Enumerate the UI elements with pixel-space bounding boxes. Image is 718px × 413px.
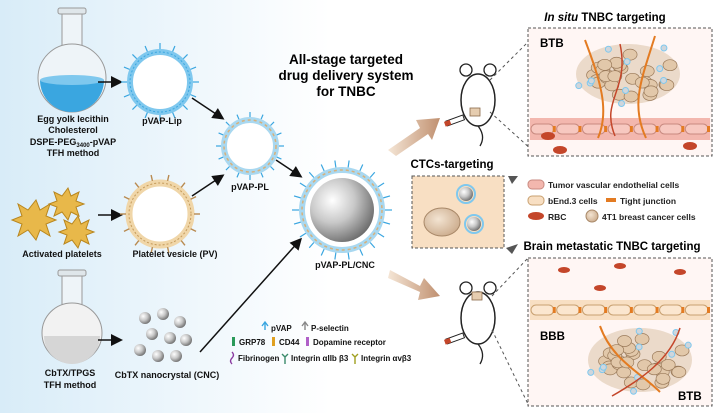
syringe-icon-bottom <box>443 332 466 345</box>
flask2-line1: CbTX/TPGS <box>45 368 96 378</box>
activated-platelets-icon <box>10 186 96 250</box>
bbb-panel <box>527 257 713 407</box>
legend-bend3: bEnd.3 cells <box>548 196 598 206</box>
legend-fibrinogen: Fibrinogen <box>238 354 279 363</box>
platelet-vesicle-icon <box>120 174 200 254</box>
legend-rbc: RBC <box>548 212 566 222</box>
zoom-guides <box>489 39 533 405</box>
flask-lipid-icon <box>37 7 107 113</box>
legend-pvap: pVAP <box>271 324 292 333</box>
pvap-lip-label: pVAP-Lip <box>142 116 182 126</box>
legend-pselectin: P-selectin <box>311 324 349 333</box>
mouse-icon-top <box>459 63 497 147</box>
flask2-line2: TFH method <box>44 380 97 390</box>
receptor-legend: pVAP P-selectin GRP78 CD44 Dopamine rece… <box>229 320 412 365</box>
legend-cancer-cells: 4T1 breast cancer cells <box>602 212 696 222</box>
tan-arrow-down <box>388 270 440 300</box>
legend-integrin-avb3: Integrin αvβ3 <box>361 354 412 363</box>
title-line3: for TNBC <box>316 84 375 99</box>
btb-bottom-label: BTB <box>678 391 702 403</box>
flask1-line4: TFH method <box>47 148 100 158</box>
legend-grp78: GRP78 <box>239 338 266 347</box>
legend-integrin-aiib: Integrin αIIb β3 <box>291 354 349 363</box>
ctcs-pointer <box>508 176 518 184</box>
tan-arrow-up <box>388 118 440 156</box>
title-line2: drug delivery system <box>278 68 413 83</box>
arrow-pl-to-cnc <box>275 159 303 178</box>
btb-panel-top <box>527 27 713 157</box>
flask-cbtx-icon <box>41 269 103 364</box>
flask1-line2: Cholesterol <box>48 125 98 135</box>
pvap-pl-cnc-icon <box>292 160 392 260</box>
pvap-pl-cnc-label: pVAP-PL/CNC <box>315 260 375 270</box>
syringe-icon-top <box>443 114 466 127</box>
flask1-line1: Egg yolk lecithin <box>37 114 109 124</box>
cnc-label: CbTX nanocrystal (CNC) <box>115 370 220 380</box>
legend-dopamine: Dopamine receptor <box>313 338 386 347</box>
insitu-heading: In situ TNBC targeting <box>544 12 665 24</box>
platelets-label: Activated platelets <box>22 249 102 259</box>
legend-cd44: CD44 <box>279 338 300 347</box>
ctcs-pointer-2 <box>506 244 518 254</box>
cell-legend: Tumor vascular endothelial cells bEnd.3 … <box>527 179 696 223</box>
legend-tumor-vascular: Tumor vascular endothelial cells <box>548 180 679 190</box>
flask1-line3: DSPE-PEG3400-pVAP <box>30 137 116 149</box>
brain-met-heading: Brain metastatic TNBC targeting <box>523 241 700 253</box>
bbb-label: BBB <box>540 331 565 343</box>
pvap-pl-icon <box>216 112 284 180</box>
mouse-icon-bottom <box>459 281 497 365</box>
pvap-liposome-icon <box>121 43 199 121</box>
nanocrystal-particles <box>134 308 192 362</box>
arrow-cnc-to-final <box>199 237 302 353</box>
btb-top-label: BTB <box>540 38 564 50</box>
legend-tight-junction: Tight junction <box>620 196 676 206</box>
pvap-pl-label: pVAP-PL <box>231 182 269 192</box>
arrow-pv-to-pl <box>191 174 225 197</box>
pv-label: Platelet vesicle (PV) <box>132 249 217 259</box>
title-line1: All-stage targeted <box>289 52 403 67</box>
ctcs-heading: CTCs-targeting <box>410 159 493 171</box>
ctcs-panel <box>411 175 505 249</box>
arrow-lip-to-pl <box>191 97 225 120</box>
